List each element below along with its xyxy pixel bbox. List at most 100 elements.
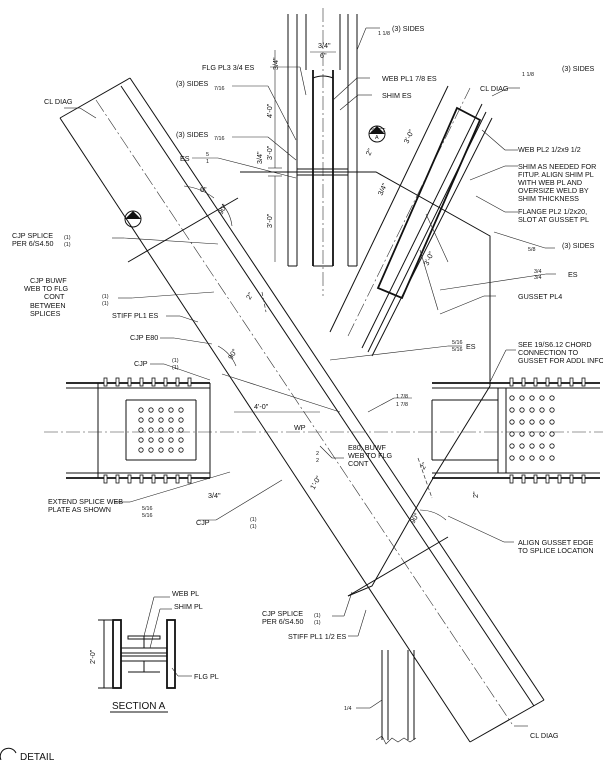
label-frac-3-4-b: 3/4: [534, 275, 542, 281]
label-es-mid: ES: [466, 342, 476, 351]
label-frac-1-1-8-top: 1 1/8: [378, 31, 390, 37]
label-frac-3-4-a: 3/4: [534, 269, 542, 275]
label-stiff-pl1-half: STIFF PL1 1/2 ES: [288, 632, 347, 641]
right-bolt-group: [509, 395, 555, 461]
section-a-view: [98, 596, 192, 713]
label-cl-diag-right: CL DIAG: [480, 84, 509, 93]
label-frac-1-b: (1): [64, 242, 71, 248]
label-dim-6: 6": [320, 51, 327, 60]
label-frac-1-7-8-a: 1 7/8: [396, 394, 408, 400]
label-stiff-pl1-es: STIFF PL1 ES: [112, 311, 159, 320]
label-dim-4-0-wp: 4'-0": [254, 402, 269, 411]
label-sides-right-top: (3) SIDES: [562, 64, 595, 73]
label-dim-3-4-diag: 3/4": [376, 181, 390, 197]
section-a-title: SECTION A: [112, 701, 166, 712]
label-web-pl: WEB PL: [172, 589, 199, 598]
label-dim-3-4-mid: 3/4": [255, 151, 264, 164]
label-shim-note-2: FITUP. ALIGN SHIM PL: [518, 170, 594, 179]
label-shim-note-3: WITH WEB PL AND: [518, 178, 582, 187]
label-dim-3-4-side: 3/4": [271, 57, 280, 70]
left-chord: [66, 382, 211, 479]
label-shim-pl: SHIM PL: [174, 602, 203, 611]
label-cjp-buwf-4: BETWEEN: [30, 301, 66, 310]
label-flange-pl2-1: FLANGE PL2 1/2x20,: [518, 207, 587, 216]
label-frac-1-i: (1): [314, 613, 321, 619]
label-frac-1: 1: [206, 159, 209, 165]
label-dim-3-4-low: 3/4": [208, 491, 221, 500]
label-see-note-3: GUSSET FOR ADDL INFO: [518, 356, 603, 365]
label-dim-2-right: 2": [471, 491, 480, 498]
label-see-note-1: SEE 19/S6.12 CHORD: [518, 340, 592, 349]
label-frac-1-f: (1): [172, 365, 179, 371]
bottom-column-stub: [375, 650, 417, 745]
label-web-pl2: WEB PL2 1/2x9 1/2: [518, 145, 581, 154]
label-cjp-splice-2: PER 6/S4.50: [12, 239, 54, 248]
label-sides-left1: (3) SIDES: [176, 79, 209, 88]
gusset-plate-outline: [240, 171, 491, 597]
label-wp: WP: [294, 423, 306, 432]
label-frac-1-j: (1): [314, 620, 321, 626]
label-sect-letter: A: [375, 135, 379, 141]
label-frac-2-a: 2: [316, 451, 319, 457]
label-es-right: ES: [568, 270, 578, 279]
flange-bolt-rows: [103, 377, 586, 484]
label-see-note-2: CONNECTION TO: [518, 348, 578, 357]
label-frac-5-16-b: 5/16: [452, 347, 463, 353]
label-cjp-e80: CJP E80: [130, 333, 158, 342]
label-cjp-splice-1: CJP SPLICE: [12, 231, 53, 240]
label-shim-es: SHIM ES: [382, 91, 412, 100]
right-chord: [431, 382, 600, 479]
main-diagonal: [59, 77, 545, 743]
label-dim-2-lower: 2": [418, 460, 429, 471]
label-dim-3-0-diag: 3'-0": [402, 128, 416, 145]
label-dim-90-b: 90°: [226, 347, 239, 361]
label-cl-diag-bottom: CL DIAG: [530, 731, 559, 740]
label-cjp-buwf-1: CJP BUWF: [30, 276, 67, 285]
label-e80-3: CONT: [348, 459, 369, 468]
label-extend-2: PLATE AS SHOWN: [48, 505, 111, 514]
leader-lines: [64, 27, 556, 727]
label-dim-6-diag: 6": [200, 185, 207, 194]
label-frac-1-e: (1): [172, 358, 179, 364]
label-dim-2-mid: 2": [244, 290, 255, 301]
dimension-lines: [183, 50, 449, 521]
label-dim-4-0: 4'-0": [265, 103, 274, 118]
detail-title: DETAIL: [20, 752, 55, 760]
label-dim-3-4: 3/4": [318, 41, 331, 50]
label-cjp-buwf-5: SPLICES: [30, 309, 61, 318]
label-cjp-splice-b1: CJP SPLICE: [262, 609, 303, 618]
label-align-1: ALIGN GUSSET EDGE: [518, 538, 594, 547]
label-frac-1-g: (1): [250, 517, 257, 523]
label-frac-7-16-a: 7/16: [214, 86, 225, 92]
label-sides-left2: (3) SIDES: [176, 130, 209, 139]
label-sides-top: (3) SIDES: [392, 24, 425, 33]
label-frac-5-16-a: 5/16: [452, 340, 463, 346]
label-frac-2-b: 2: [316, 458, 319, 464]
label-e80-1: E80, BUWF: [348, 443, 387, 452]
label-flg-pl: FLG PL: [194, 672, 219, 681]
label-frac-5-8: 5/8: [528, 247, 536, 253]
label-frac-7-16-b: 7/16: [214, 136, 225, 142]
label-frac-1-1-8-right: 1 1/8: [522, 72, 534, 78]
secondary-diagonal: [329, 85, 493, 357]
label-frac-5-16-d: 5/16: [142, 513, 153, 519]
label-shim-note-1: SHIM AS NEEDED FOR: [518, 162, 596, 171]
label-frac-1-c: (1): [102, 294, 109, 300]
annotations: (3) SIDES 1 1/8 3/4" 6" FLG PL3 3/4 ES 3…: [12, 24, 603, 763]
label-frac-5-16-c: 5/16: [142, 506, 153, 512]
label-web-pl1: WEB PL1 7/8 ES: [382, 74, 437, 83]
label-cjp-buwf-2: WEB TO FLG: [24, 284, 68, 293]
label-cjp-low: CJP: [196, 518, 210, 527]
label-extend-1: EXTEND SPLICE WEB: [48, 497, 123, 506]
label-cjp-left: CJP: [134, 359, 148, 368]
label-cjp-splice-b2: PER 6/S4.50: [262, 617, 304, 626]
label-dim-3-0-b: 3'-0": [265, 213, 274, 228]
label-frac-1-h: (1): [250, 524, 257, 530]
label-frac-1-4: 1/4: [344, 706, 352, 712]
label-shim-note-5: SHIM THICKNESS: [518, 194, 579, 203]
label-dim-1-0: 1'-0": [308, 474, 323, 491]
label-flg-pl3: FLG PL3 3/4 ES: [202, 63, 255, 72]
label-align-2: TO SPLICE LOCATION: [518, 546, 594, 555]
